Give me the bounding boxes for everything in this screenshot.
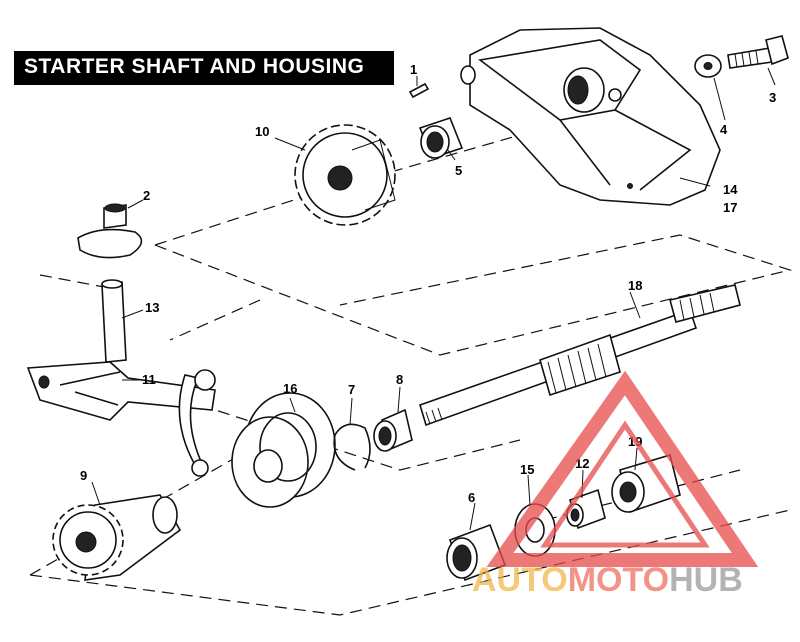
callout-leader-lines (91, 67, 776, 531)
callout-7: 7 (348, 382, 355, 397)
callout-13: 13 (145, 300, 159, 315)
watermark-triangle-inner (540, 420, 710, 548)
title-banner: STARTER SHAFT AND HOUSING (14, 51, 394, 85)
callout-11: 11 (142, 372, 156, 387)
snap-ring (333, 423, 371, 471)
clutch-pulley (231, 392, 336, 508)
shaft-bushing-upper (418, 117, 464, 159)
callout-10: 10 (255, 124, 269, 139)
watermark-moto: MOTO (568, 561, 669, 599)
bolt-washer (694, 54, 722, 78)
small-dowel-pin (408, 82, 430, 99)
diagram-title: STARTER SHAFT AND HOUSING (24, 55, 365, 78)
watermark-hub: HUB (669, 561, 743, 599)
starter-shaft (419, 284, 741, 427)
callout-18: 18 (628, 278, 642, 293)
callout-4: 4 (720, 122, 728, 137)
starter-drive-pinion (52, 494, 182, 581)
callout-16: 16 (283, 381, 297, 396)
callout-5: 5 (455, 163, 462, 178)
callout-17: 17 (723, 200, 737, 215)
shaft-bushing-mid (373, 408, 413, 452)
callout-1: 1 (410, 62, 417, 77)
callout-8: 8 (396, 372, 403, 387)
pivot-pin (101, 279, 127, 363)
callout-6: 6 (468, 490, 475, 505)
callout-3: 3 (769, 90, 776, 105)
svg-text:AUTOMOTOHUB: AUTOMOTOHUB (472, 561, 743, 599)
callout-15: 15 (520, 462, 534, 477)
watermark-auto: AUTO (472, 561, 568, 599)
housing-bolt (727, 35, 789, 69)
end-bushing (611, 453, 681, 514)
callout-14: 14 (723, 182, 738, 197)
watermark-triangle-outer (486, 370, 759, 567)
watermark: AUTOMOTOHUB (472, 370, 759, 599)
shifter-lever (26, 361, 216, 477)
lubrication-fitting (77, 203, 143, 259)
callout-2: 2 (143, 188, 150, 203)
shaft-nut (566, 488, 606, 530)
callout-9: 9 (80, 468, 87, 483)
starter-housing (460, 27, 721, 206)
starter-gear (294, 124, 396, 226)
